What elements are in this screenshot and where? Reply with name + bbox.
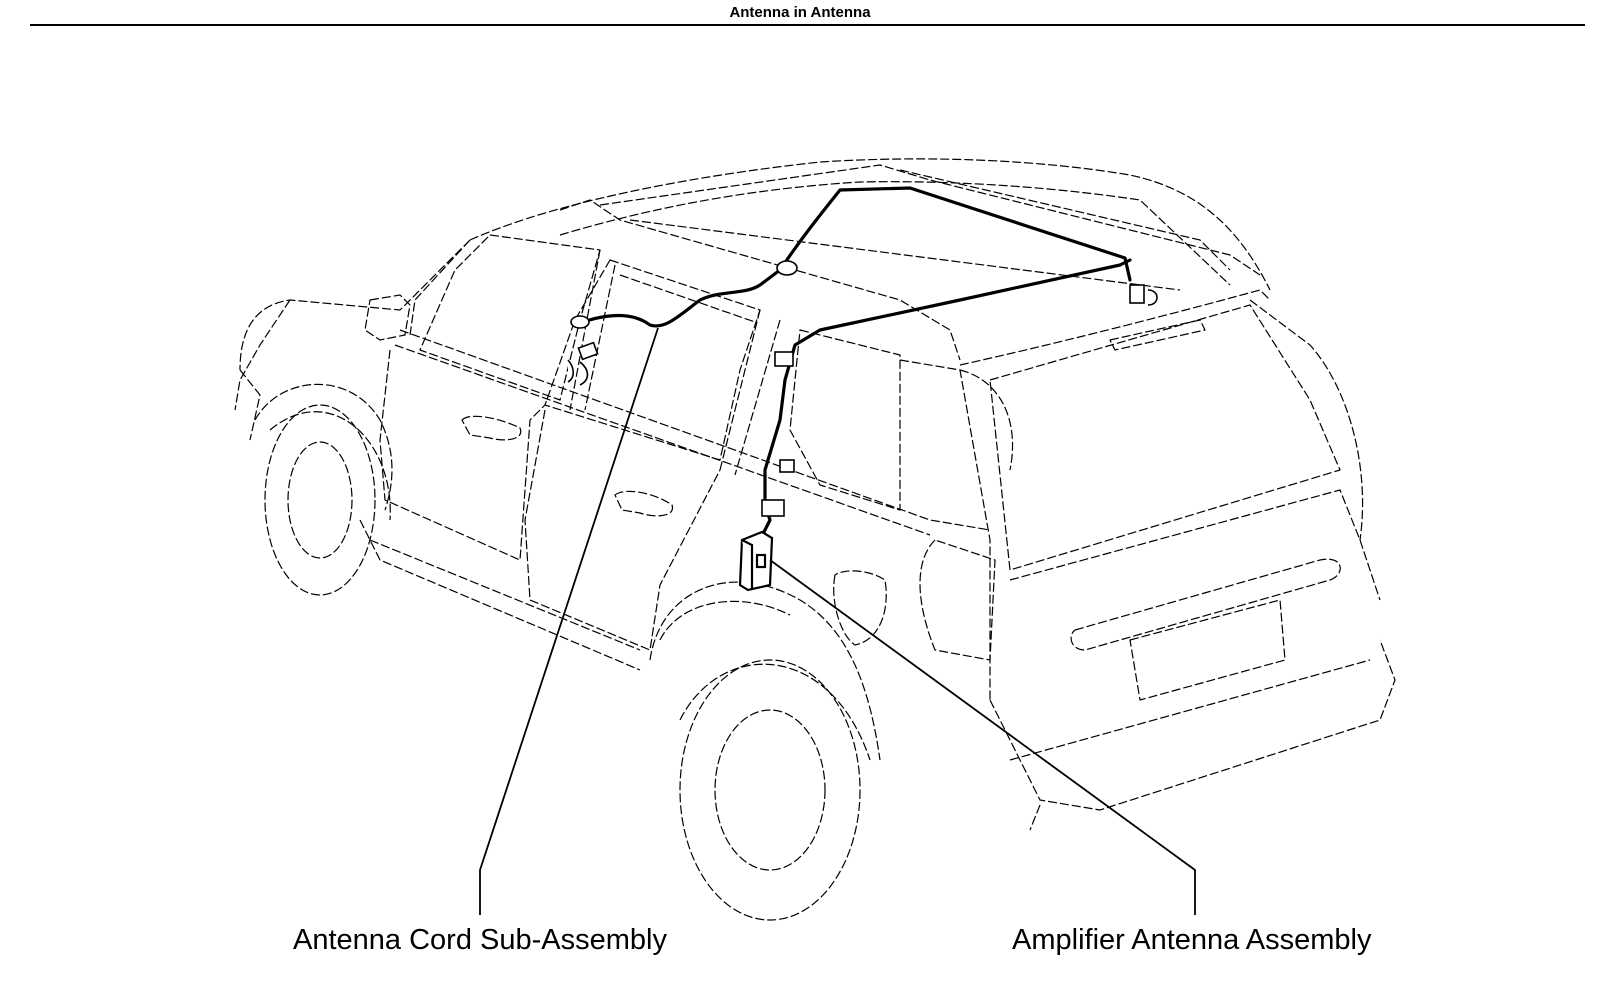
antenna-cord-callout: Antenna Cord Sub-Assembly <box>293 924 667 956</box>
front-wheel <box>264 404 391 596</box>
cable-clips <box>567 260 1158 517</box>
amplifier-antenna-callout: Amplifier Antenna Assembly <box>1012 924 1372 956</box>
rear-wheel <box>679 659 871 921</box>
amplifier-antenna-unit <box>738 530 774 592</box>
leader-amplifier-antenna <box>769 559 1196 915</box>
page-title: Antenna in Antenna <box>729 4 871 21</box>
vehicle-body-outline <box>234 158 1396 831</box>
leader-lines <box>479 327 1196 915</box>
antenna-cable <box>573 186 1132 542</box>
header-divider <box>30 24 1585 26</box>
leader-antenna-cord <box>479 327 659 915</box>
